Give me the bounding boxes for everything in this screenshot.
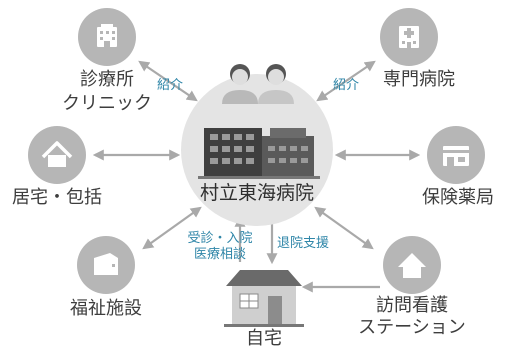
node-home-care [28, 126, 86, 184]
node-pharmacy [427, 126, 485, 184]
hospital-name: 村立東海病院 [200, 182, 315, 204]
home-icon [224, 270, 304, 327]
visiting-nurse-label-line2: ステーション [358, 316, 466, 338]
node-welfare [77, 236, 135, 294]
arrow-specialty-hospital [316, 60, 376, 102]
visiting-nurse-label-line1: 訪問看護 [376, 295, 448, 316]
clinic-label-line1: 診療所 [80, 69, 134, 90]
house-icon [398, 253, 426, 278]
pharmacy-label: 保険薬局 [422, 187, 494, 208]
home-care-label: 居宅・包括 [12, 187, 102, 208]
arrow-visiting-hospital [314, 206, 374, 250]
clinic-label: 診療所 クリニック [47, 69, 167, 114]
clinic-referral-label: 紹介 [156, 78, 183, 93]
connection-arrows [92, 60, 421, 293]
arrow-clinic-hospital [138, 60, 198, 102]
node-specialty [380, 8, 438, 66]
specialty-referral-label: 紹介 [332, 78, 359, 93]
welfare-label: 福祉施設 [70, 298, 142, 319]
doctors-icon [222, 64, 294, 104]
node-clinic [78, 8, 136, 66]
clinic-label-line2: クリニック [62, 92, 152, 114]
facility-icon [94, 253, 118, 275]
consultation-label-line2: 医療相談 [193, 247, 246, 263]
node-home [224, 270, 304, 327]
arrow-welfare-hospital [142, 206, 202, 250]
node-visiting-nurse [383, 236, 441, 294]
hospital-center [181, 64, 333, 226]
house-icon [41, 141, 73, 167]
hospital-building-icon [198, 128, 320, 179]
discharge-support-label: 退院支援 [276, 236, 329, 251]
specialty-label: 専門病院 [383, 69, 455, 90]
pharmacy-icon [443, 146, 469, 166]
consultation-label-line1: 受診・入院 [187, 231, 253, 246]
visiting-nurse-label: 訪問看護 ステーション [352, 295, 472, 338]
consultation-label: 受診・入院 医療相談 [180, 231, 260, 264]
home-label: 自宅 [246, 328, 282, 349]
